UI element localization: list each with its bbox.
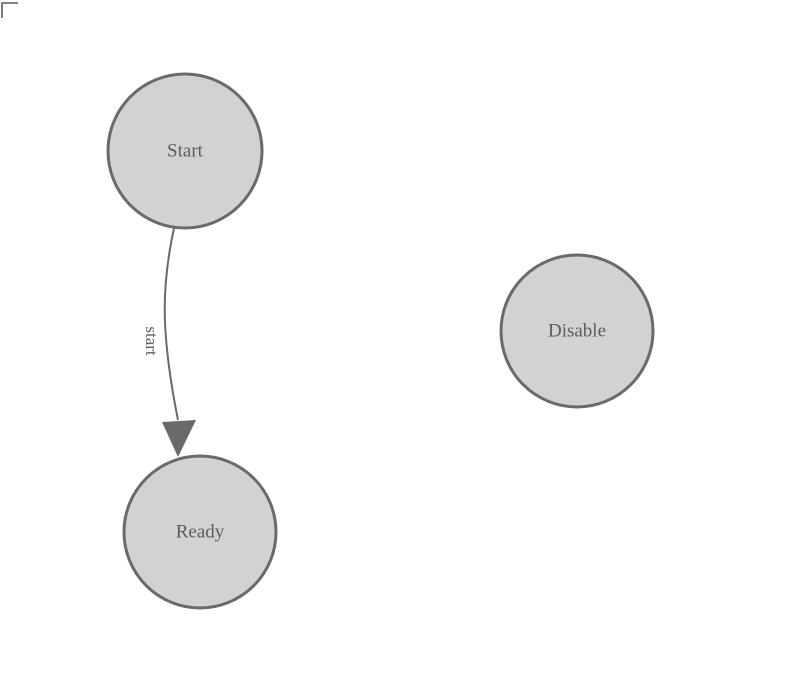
node-disable-circle[interactable]: [499, 253, 655, 409]
arrowhead-icon: [162, 420, 196, 457]
node-ready-circle[interactable]: [122, 454, 278, 610]
edge-label-start: start: [142, 326, 161, 356]
node-start[interactable]: Start: [106, 72, 264, 230]
corner-bracket-mark: [1, 2, 18, 18]
edge-curve: [163, 227, 179, 421]
node-start-label: Start: [167, 140, 204, 161]
node-disable-label: Disable: [548, 320, 606, 341]
node-disable[interactable]: Disable: [499, 253, 655, 409]
node-ready[interactable]: Ready: [122, 454, 278, 610]
node-start-circle[interactable]: [106, 72, 264, 230]
edge-start-to-ready[interactable]: start: [142, 227, 196, 457]
node-ready-label: Ready: [176, 521, 225, 542]
